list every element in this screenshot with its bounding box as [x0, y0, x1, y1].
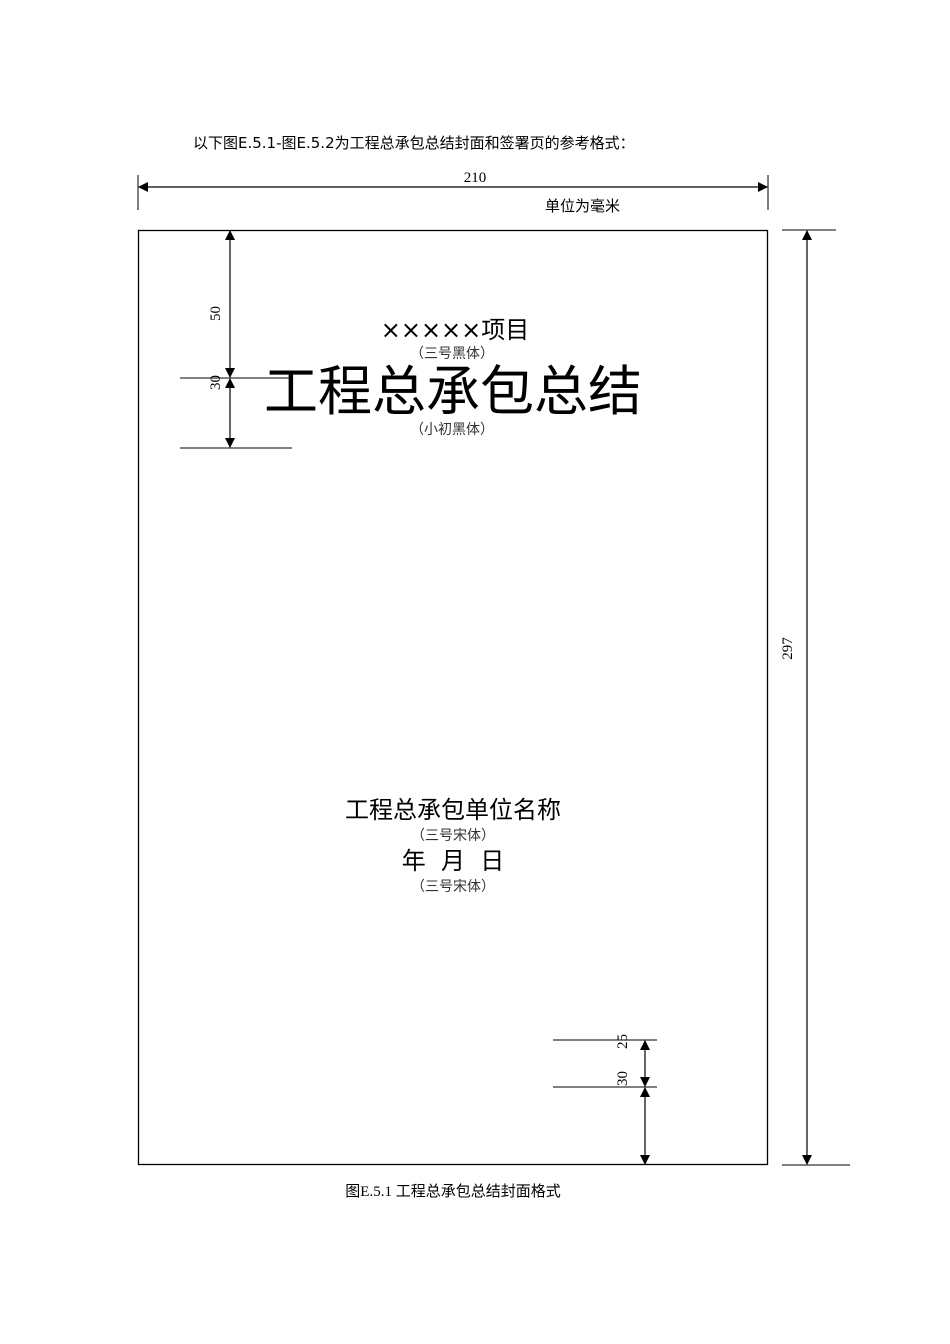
title-font-note: （小初黑体） [410, 422, 494, 438]
intro-text: 以下图E.5.1-图E.5.2为工程总承包总结封面和签署页的参考格式： [193, 134, 635, 152]
height-label: 297 [779, 637, 796, 660]
unit-note: 单位为毫米 [545, 197, 621, 215]
page-border [137, 229, 769, 1166]
project-font-note: （三号黑体） [410, 346, 494, 362]
title-gap-label: 30 [208, 375, 224, 390]
width-label: 210 [463, 170, 487, 186]
date-line: 年 月 日 [401, 847, 505, 875]
bottom-gap-upper-label: 25 [615, 1034, 631, 1049]
project-name: ×××××项目 [380, 316, 530, 344]
date-font-note: （三号宋体） [411, 879, 495, 895]
cover-title: 工程总承包总结 [264, 360, 642, 423]
figure-caption: 图E.5.1 工程总承包总结封面格式 [345, 1184, 561, 1200]
bottom-gap-lower-label: 30 [615, 1071, 631, 1086]
top-margin-label: 50 [208, 306, 224, 321]
company-font-note: （三号宋体） [411, 828, 495, 844]
company-name: 工程总承包单位名称 [345, 796, 561, 824]
